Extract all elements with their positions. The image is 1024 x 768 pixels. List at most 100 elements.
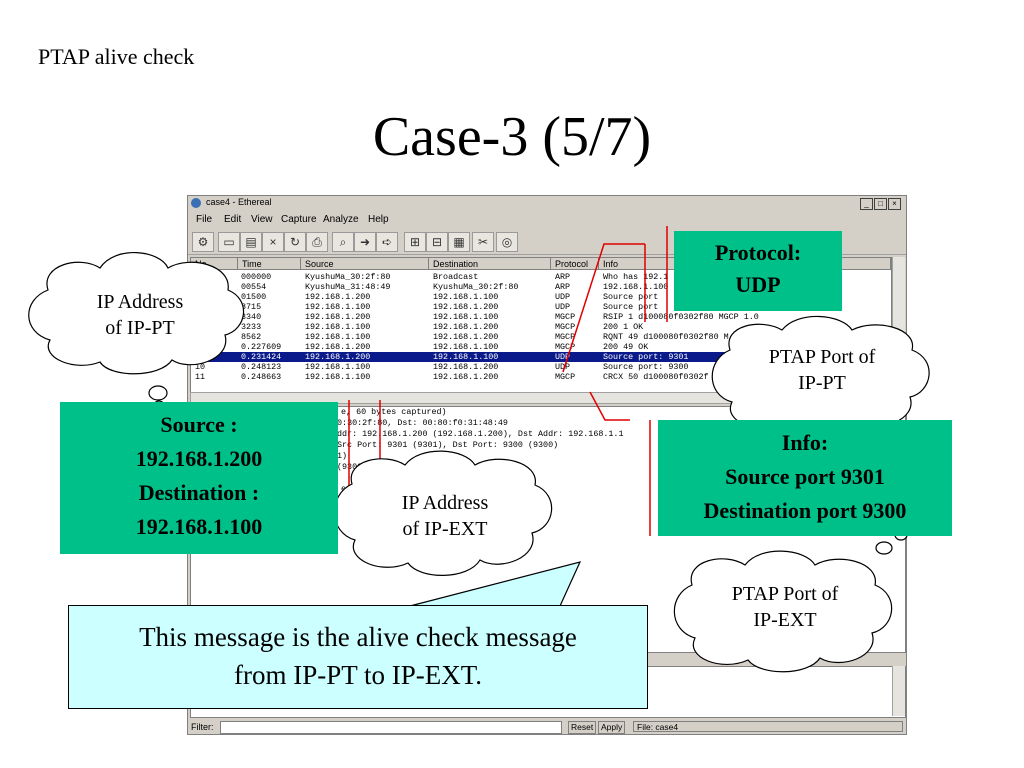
packet-info: 192.168.1.100 [603, 282, 669, 292]
menu-help[interactable]: Help [368, 214, 389, 225]
toolbar: ⚙ ▭ ▤ × ↻ ⎙ ⌕ ➜ ➪ ⊞ ⊟ ▦ ✂ ◎ [188, 230, 906, 255]
reload-icon[interactable]: ↻ [284, 232, 306, 252]
menubar: File Edit View Capture Analyze Help [188, 212, 906, 228]
detail-line[interactable]: Src Port: 9301 (9301), Dst Port: 9300 (9… [337, 440, 559, 450]
message-line: from IP-PT to IP-EXT. [234, 660, 482, 690]
packet-info: Source port: 9301 [603, 352, 689, 362]
coloring-icon[interactable]: ▦ [448, 232, 470, 252]
cloud-line: IP Address [401, 492, 489, 514]
packet-time: 00554 [241, 282, 267, 292]
print-icon[interactable]: ⎙ [306, 232, 328, 252]
callout-line: Destination : [138, 480, 260, 505]
reset-button[interactable]: Reset [568, 721, 597, 734]
menu-capture[interactable]: Capture [281, 214, 317, 225]
preferences-icon[interactable]: ✂ [472, 232, 494, 252]
packet-destination: 192.168.1.200 [433, 322, 499, 332]
packet-time: 3233 [241, 322, 262, 332]
window-title: case4 - Ethereal [206, 197, 272, 207]
packet-protocol: UDP [555, 352, 571, 362]
packet-source: KyushuMa_31:48:49 [305, 282, 391, 292]
close-icon[interactable]: × [262, 232, 284, 252]
cloud-ptap-port-ip-pt [711, 315, 930, 437]
capture-filter-icon[interactable]: ⊞ [404, 232, 426, 252]
packet-destination: 192.168.1.100 [433, 312, 499, 322]
packet-protocol: MGCP [555, 342, 576, 352]
packet-source: 192.168.1.200 [305, 352, 371, 362]
callout-line: Protocol: [714, 240, 802, 265]
packet-info: RSIP 1 d100080f0302f80 MGCP 1.0 [603, 312, 759, 322]
packet-time: 01500 [241, 292, 267, 302]
cloud-ptap-port-ip-ext [673, 550, 893, 673]
open-folder-icon[interactable]: ▭ [218, 232, 240, 252]
detail-line[interactable]: 1) [337, 451, 348, 461]
menu-analyze[interactable]: Analyze [323, 214, 359, 225]
cloud-line: PTAP Port of [768, 346, 876, 368]
detail-line[interactable]: f0:30:2f:80, Dst: 00:80:f0:31:48:49 [332, 418, 508, 428]
interface-icon[interactable]: ⚙ [192, 232, 214, 252]
packet-time: 0.248663 [241, 372, 282, 382]
save-icon[interactable]: ▤ [240, 232, 262, 252]
packet-source: 192.168.1.100 [305, 322, 371, 332]
packet-destination: 192.168.1.100 [433, 342, 499, 352]
filter-label: Filter: [191, 722, 214, 732]
packet-destination: Broadcast [433, 272, 479, 282]
packet-time: 000000 [241, 272, 272, 282]
display-filter-icon[interactable]: ⊟ [426, 232, 448, 252]
pointer-line [562, 243, 645, 373]
packet-protocol: ARP [555, 272, 571, 282]
menu-edit[interactable]: Edit [224, 214, 242, 225]
window-titlebar[interactable]: case4 - Ethereal _ □ × [188, 196, 906, 210]
help-icon[interactable]: ◎ [496, 232, 518, 252]
callout-line: Source port 9301 [725, 464, 885, 489]
column-source[interactable]: Source [301, 258, 429, 270]
menu-file[interactable]: File [196, 214, 213, 225]
packet-source: 192.168.1.200 [305, 312, 371, 322]
packet-info: 200 49 OK [603, 342, 649, 352]
packet-row[interactable]: 11 0.248663 192.168.1.100 192.168.1.200 MGCP… [191, 372, 891, 382]
column-protocol[interactable]: Protocol [551, 258, 599, 270]
callout-line: Info: [781, 430, 829, 455]
packet-info: 200 1 OK [603, 322, 644, 332]
packet-time: 0.248123 [241, 362, 282, 372]
column-destination[interactable]: Destination [429, 258, 551, 270]
packet-destination: 192.168.1.200 [433, 302, 499, 312]
packet-no: 10 [195, 362, 206, 372]
packet-source: 192.168.1.200 [305, 292, 371, 302]
column-time[interactable]: Time [238, 258, 301, 270]
callout-line: Source : [160, 412, 238, 437]
maximize-button[interactable]: □ [874, 198, 887, 210]
packet-source: 192.168.1.100 [305, 332, 371, 342]
packet-time: 8562 [241, 332, 262, 342]
go-to-icon[interactable]: ➪ [376, 232, 398, 252]
packet-protocol: MGCP [555, 372, 576, 382]
packet-destination: 192.168.1.100 [433, 352, 499, 362]
bytes-pane-scrollbar[interactable] [892, 666, 905, 716]
packet-time: 8715 [241, 302, 262, 312]
pointer-lines [348, 226, 668, 536]
minimize-button[interactable]: _ [860, 198, 873, 210]
menu-view[interactable]: View [251, 214, 273, 225]
go-forward-icon[interactable]: ➜ [354, 232, 376, 252]
packet-destination: 192.168.1.200 [433, 332, 499, 342]
packet-destination: 192.168.1.200 [433, 372, 499, 382]
close-window-button[interactable]: × [888, 198, 901, 210]
detail-line[interactable]: ddr: 192.168.1.200 (192.168.1.200), Dst … [337, 429, 624, 439]
find-icon[interactable]: ⌕ [332, 232, 354, 252]
detail-line[interactable]: (9300) [337, 462, 368, 472]
apply-button[interactable]: Apply [598, 721, 626, 734]
filter-input[interactable] [220, 721, 562, 734]
packet-no: 11 [195, 372, 206, 382]
detail-line[interactable]: e, 60 bytes captured) [341, 407, 447, 417]
info-callout: Info: Source port 9301 Destination port … [658, 420, 952, 536]
packet-info: CRCX 50 d100080f0302f [603, 372, 709, 382]
packet-source: 192.168.1.100 [305, 372, 371, 382]
